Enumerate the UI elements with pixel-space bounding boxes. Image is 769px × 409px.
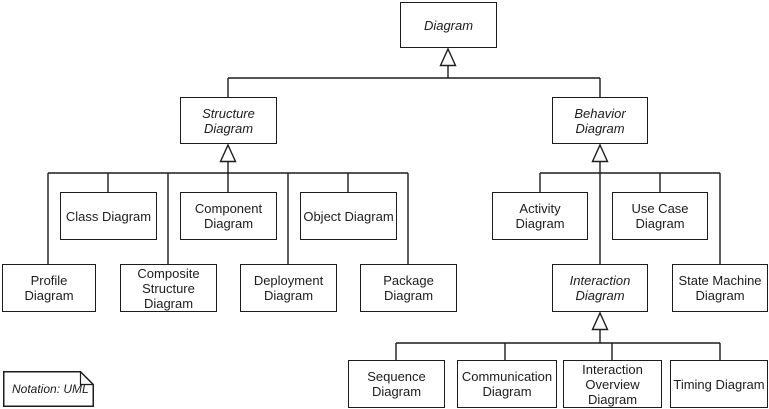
node-label: Interaction Overview Diagram	[582, 361, 643, 407]
node-label: Package Diagram	[383, 273, 434, 303]
node-label: Component Diagram	[194, 201, 263, 231]
node-label: Diagram	[423, 17, 474, 33]
node-label: Activity Diagram	[515, 201, 565, 231]
node-behavior-diagram: Behavior Diagram	[552, 97, 648, 144]
uml-note: Notation: UML	[3, 371, 94, 407]
generalization-arrow-icon	[439, 47, 457, 67]
node-label: Interaction Diagram	[569, 273, 631, 303]
node-package-diagram: Package Diagram	[360, 264, 457, 312]
node-composite-structure-diagram: Composite Structure Diagram	[120, 264, 217, 312]
node-label: Communication Diagram	[461, 369, 553, 399]
note-shape-icon	[3, 371, 94, 407]
node-class-diagram: Class Diagram	[60, 192, 157, 240]
node-diagram: Diagram	[400, 2, 497, 48]
node-label: Sequence Diagram	[367, 369, 426, 399]
node-label: Composite Structure Diagram	[137, 265, 200, 311]
generalization-arrow-icon	[591, 311, 609, 331]
note-text: Notation: UML	[12, 382, 89, 396]
node-profile-diagram: Profile Diagram	[2, 264, 96, 312]
node-label: Behavior Diagram	[574, 105, 626, 136]
node-interaction-diagram: Interaction Diagram	[552, 264, 648, 312]
node-label: Profile Diagram	[24, 273, 74, 303]
node-object-diagram: Object Diagram	[300, 192, 397, 240]
node-deployment-diagram: Deployment Diagram	[240, 264, 337, 312]
node-use-case-diagram: Use Case Diagram	[612, 192, 708, 240]
node-label: Timing Diagram	[673, 376, 765, 392]
node-structure-diagram: Structure Diagram	[180, 97, 277, 144]
generalization-arrow-icon	[219, 143, 237, 163]
node-timing-diagram: Timing Diagram	[670, 360, 768, 408]
node-label: Class Diagram	[65, 208, 152, 224]
node-label: Object Diagram	[303, 208, 394, 224]
node-sequence-diagram: Sequence Diagram	[348, 360, 445, 408]
node-label: Deployment Diagram	[253, 273, 324, 303]
node-communication-diagram: Communication Diagram	[457, 360, 557, 408]
generalization-arrow-icon	[591, 143, 609, 163]
node-activity-diagram: Activity Diagram	[492, 192, 588, 240]
node-state-machine-diagram: State Machine Diagram	[672, 264, 768, 312]
node-interaction-overview-diagram: Interaction Overview Diagram	[563, 360, 662, 408]
node-label: State Machine Diagram	[678, 273, 762, 303]
node-label: Structure Diagram	[202, 105, 255, 136]
node-component-diagram: Component Diagram	[180, 192, 277, 240]
node-label: Use Case Diagram	[631, 201, 689, 231]
